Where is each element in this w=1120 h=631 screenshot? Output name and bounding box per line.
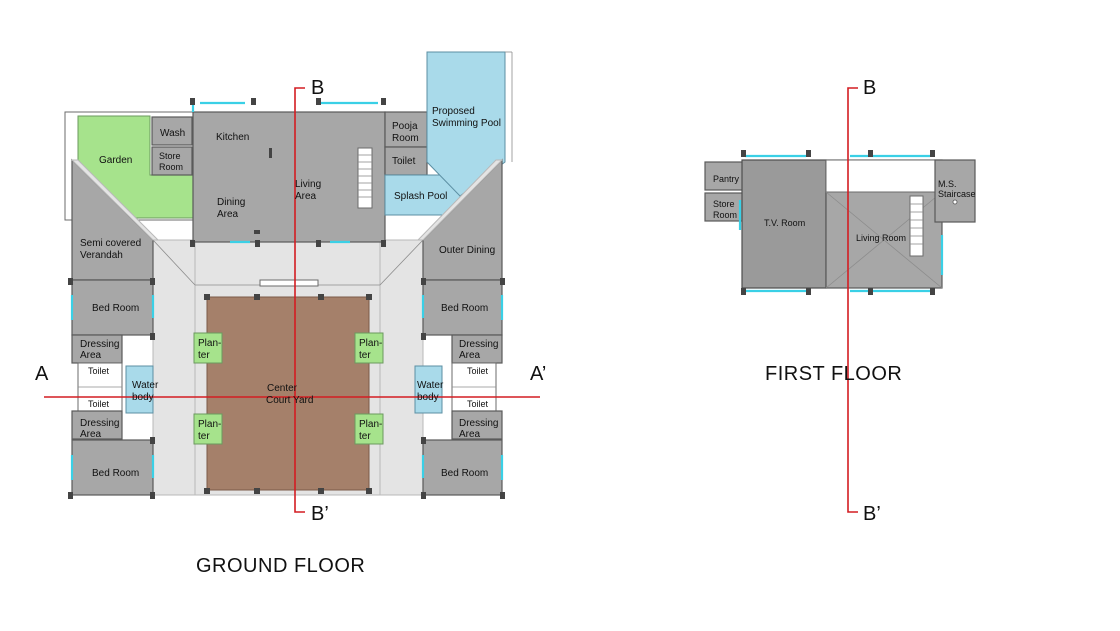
ground-floor-plan xyxy=(64,51,513,499)
label-toilet-l1: Toilet xyxy=(88,366,110,376)
section-mark-labels: B B’ A A’ B B’ xyxy=(35,77,881,525)
label-store: Store xyxy=(159,151,181,161)
staircase xyxy=(357,147,373,209)
label-ff-living-room: Living Room xyxy=(856,233,906,243)
section-mark-b-first: B xyxy=(863,77,876,99)
label-dressing-area-bl: Area xyxy=(80,429,102,440)
label-dressing-area-tl: Area xyxy=(80,350,102,361)
label-dressing-bl: Dressing xyxy=(80,418,119,429)
label-planter-tl: Plan- xyxy=(198,338,221,349)
label-toilet-r1: Toilet xyxy=(467,366,489,376)
label-bed-room-tl: Bed Room xyxy=(92,303,139,314)
bed-room-top-left xyxy=(71,279,154,336)
dressing-area-top-left xyxy=(71,334,123,364)
tv-room xyxy=(741,159,827,289)
label-toilet-top: Toilet xyxy=(392,156,416,167)
label-water-body-r: body xyxy=(417,392,439,403)
floor-titles: GROUND FLOOR FIRST FLOOR xyxy=(196,363,902,577)
dressing-area-bottom-right xyxy=(451,410,503,440)
label-kitchen: Kitchen xyxy=(216,132,249,143)
first-floor-terrace xyxy=(825,159,936,193)
label-dining-area: Area xyxy=(217,209,239,220)
section-lines xyxy=(44,87,858,513)
label-tv-room: T.V. Room xyxy=(764,218,805,228)
section-mark-a: A xyxy=(35,363,49,385)
first-floor-staircase xyxy=(909,195,924,257)
label-ms: M.S. xyxy=(938,179,957,189)
planter-top-right xyxy=(354,332,384,364)
dressing-area-bottom-left xyxy=(71,410,123,440)
dressing-area-top-right xyxy=(451,334,503,364)
label-proposed: Proposed xyxy=(432,106,475,117)
label-dining: Dining xyxy=(217,197,245,208)
section-mark-b-prime-ground: B’ xyxy=(311,503,329,525)
section-mark-b-ground: B xyxy=(311,77,324,99)
label-pooja-room: Room xyxy=(392,133,419,144)
label-swimming-pool: Swimming Pool xyxy=(432,118,501,129)
center-court-yard xyxy=(206,296,370,491)
bed-room-bottom-right xyxy=(422,439,503,496)
label-toilet-r2: Toilet xyxy=(467,399,489,409)
label-water-l: Water xyxy=(132,380,159,391)
label-dressing-area-tr: Area xyxy=(459,350,481,361)
steps xyxy=(259,279,319,287)
label-living: Living xyxy=(295,179,321,190)
pantry xyxy=(704,161,744,191)
water-body-left xyxy=(125,365,154,414)
label-dressing-br: Dressing xyxy=(459,418,498,429)
label-pooja: Pooja xyxy=(392,121,418,132)
label-living-area: Area xyxy=(295,191,317,202)
section-mark-a-prime: A’ xyxy=(530,363,546,385)
label-bed-room-tr: Bed Room xyxy=(441,303,488,314)
first-floor-plan xyxy=(704,150,976,295)
label-ms-staircase: Staircase xyxy=(938,189,976,199)
kitchen-living-block xyxy=(192,111,386,243)
toilet-top xyxy=(384,146,428,176)
first-floor-title: FIRST FLOOR xyxy=(765,363,902,385)
room-labels: Wash Kitchen Pooja Room Proposed Swimmin… xyxy=(80,106,976,479)
label-dressing-area-br: Area xyxy=(459,429,481,440)
label-toilet-l2: Toilet xyxy=(88,399,110,409)
label-semi-covered: Semi covered xyxy=(80,238,141,249)
label-planter-tl-2: ter xyxy=(198,350,210,361)
label-planter-bl-2: ter xyxy=(198,431,210,442)
label-store-room: Room xyxy=(159,162,183,172)
label-planter-tr: Plan- xyxy=(359,338,382,349)
label-dressing-tr: Dressing xyxy=(459,339,498,350)
wash-room xyxy=(151,116,193,146)
label-dressing-tl: Dressing xyxy=(80,339,119,350)
label-center: Center xyxy=(267,383,298,394)
label-water-r: Water xyxy=(417,380,444,391)
ms-staircase xyxy=(934,159,976,223)
label-outer-dining: Outer Dining xyxy=(439,245,495,256)
planter-bottom-left xyxy=(193,413,223,445)
label-verandah: Verandah xyxy=(80,250,123,261)
label-wash: Wash xyxy=(160,128,185,139)
planter-top-left xyxy=(193,332,223,364)
section-mark-b-prime-first: B’ xyxy=(863,503,881,525)
ground-floor-title: GROUND FLOOR xyxy=(196,555,365,577)
label-bed-room-bl: Bed Room xyxy=(92,468,139,479)
label-court-yard: Court Yard xyxy=(266,395,313,406)
section-line-b-first xyxy=(847,87,858,513)
water-body-right xyxy=(414,365,443,414)
label-ff-store: Store xyxy=(713,199,735,209)
label-bed-room-br: Bed Room xyxy=(441,468,488,479)
label-splash-pool: Splash Pool xyxy=(394,191,447,202)
label-ff-store-room: Room xyxy=(713,210,737,220)
planter-bottom-right xyxy=(354,413,384,445)
label-water-body-l: body xyxy=(132,392,154,403)
label-planter-br: Plan- xyxy=(359,419,382,430)
store-room xyxy=(151,146,193,176)
section-line-b-ground xyxy=(294,87,305,513)
label-pantry: Pantry xyxy=(713,174,740,184)
label-planter-bl: Plan- xyxy=(198,419,221,430)
label-planter-tr-2: ter xyxy=(359,350,371,361)
label-garden: Garden xyxy=(99,155,132,166)
label-planter-br-2: ter xyxy=(359,431,371,442)
